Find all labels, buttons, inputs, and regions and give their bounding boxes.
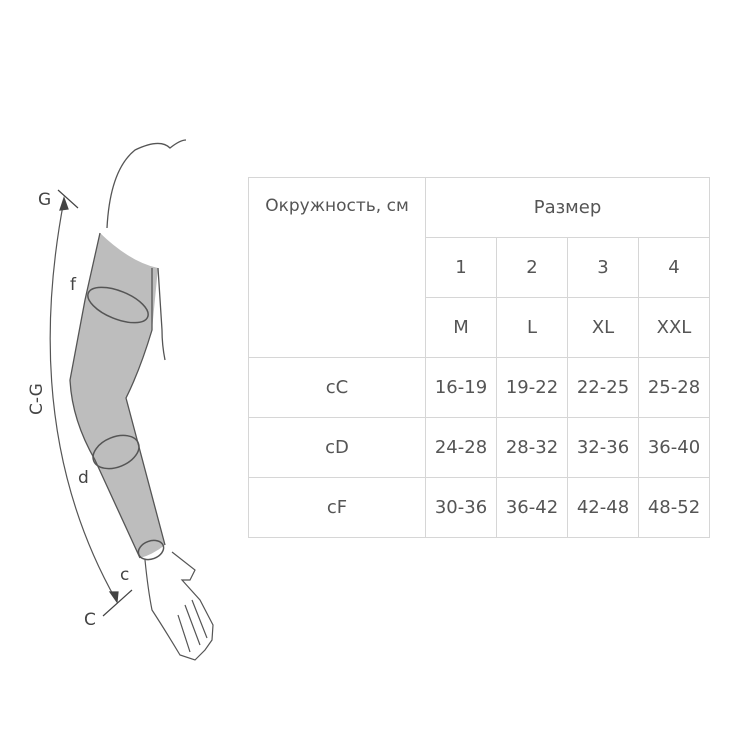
cell: 22-25: [567, 357, 639, 418]
cell: 30-36: [425, 477, 497, 538]
cell: 19-22: [496, 357, 568, 418]
label-c: c: [120, 565, 129, 585]
cell: 16-19: [425, 357, 497, 418]
arm-outline: [69, 139, 187, 559]
circumference-d-ring: [92, 434, 140, 470]
size-letter: XL: [567, 297, 639, 358]
row-label: cF: [248, 477, 426, 538]
size-table: Окружность, см Размер 1 2 3 4 M L XL XXL…: [248, 177, 710, 538]
hand-outline: [144, 551, 214, 661]
size-letter: M: [425, 297, 497, 358]
size-number: 4: [638, 237, 710, 298]
table-row: cD 24-28 28-32 32-36 36-40: [248, 417, 710, 478]
arrow-bottom-icon: [102, 589, 133, 617]
sleeve-shape: [70, 233, 165, 558]
row-label: cC: [248, 357, 426, 418]
cell: 42-48: [567, 477, 639, 538]
label-C: C: [84, 610, 96, 630]
label-d: d: [78, 468, 89, 488]
circumference-header: Окружность, см: [248, 177, 426, 358]
cell: 32-36: [567, 417, 639, 478]
size-number: 1: [425, 237, 497, 298]
size-header: Размер: [425, 177, 710, 238]
cell: 36-40: [638, 417, 710, 478]
circumference-c-ring: [137, 539, 165, 561]
size-number: 2: [496, 237, 568, 298]
cell: 25-28: [638, 357, 710, 418]
circumference-f-ring: [87, 286, 149, 324]
cell: 24-28: [425, 417, 497, 478]
label-f: f: [70, 275, 77, 295]
row-label: cD: [248, 417, 426, 478]
label-G: G: [38, 190, 51, 210]
size-letter: L: [496, 297, 568, 358]
cell: 36-42: [496, 477, 568, 538]
arrow-top-icon: [57, 189, 79, 211]
label-C-G: C-G: [27, 383, 47, 415]
cell: 48-52: [638, 477, 710, 538]
size-letter: XXL: [638, 297, 710, 358]
arm-sleeve-diagram: G f C-G d c C: [27, 139, 214, 661]
table-row: cF 30-36 36-42 42-48 48-52: [248, 477, 710, 538]
size-number: 3: [567, 237, 639, 298]
length-arc: [49, 199, 117, 601]
cell: 28-32: [496, 417, 568, 478]
table-row: cC 16-19 19-22 22-25 25-28: [248, 357, 710, 418]
